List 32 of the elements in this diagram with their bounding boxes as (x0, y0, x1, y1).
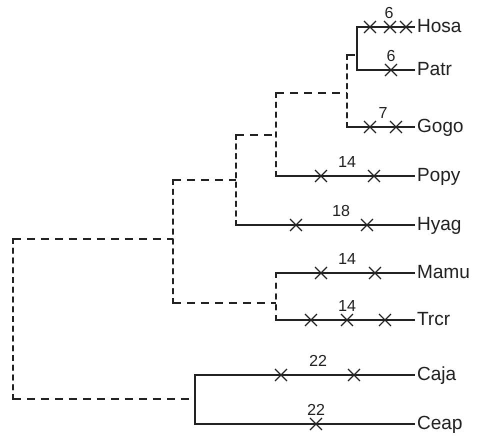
edge-label: 7 (378, 106, 388, 122)
dashed-branch-line (13, 238, 173, 240)
branch-line (276, 175, 415, 177)
dashed-branch-line (173, 302, 276, 304)
dashed-branch-line (276, 92, 347, 94)
edge-label: 22 (309, 354, 327, 370)
edge-label: 14 (338, 299, 356, 315)
taxon-label: Hyag (417, 215, 462, 234)
branch-line (357, 69, 415, 71)
edge-label: 18 (332, 204, 350, 220)
branch-line (276, 319, 415, 321)
taxon-label: Caja (417, 365, 456, 384)
taxon-label: Popy (417, 166, 460, 185)
taxon-label: Mamu (417, 263, 470, 282)
branch-line (347, 126, 415, 128)
edge-label: 22 (307, 403, 325, 419)
taxon-label: Hosa (417, 17, 462, 36)
branch-line (276, 272, 415, 274)
dashed-branch-line (347, 54, 357, 56)
taxon-label: Patr (417, 60, 452, 79)
edge-label: 14 (338, 252, 356, 268)
taxon-label: Trcr (417, 310, 450, 329)
branch-line (236, 224, 415, 226)
edge-label: 14 (338, 155, 356, 171)
dashed-branch-line (173, 179, 236, 181)
branch-line (195, 423, 415, 425)
taxon-label: Ceap (417, 414, 462, 433)
edge-label: 6 (386, 49, 396, 65)
branch-line (357, 26, 415, 28)
edge-label: 6 (384, 6, 394, 22)
taxon-label: Gogo (417, 117, 464, 136)
branch-line (195, 374, 415, 376)
